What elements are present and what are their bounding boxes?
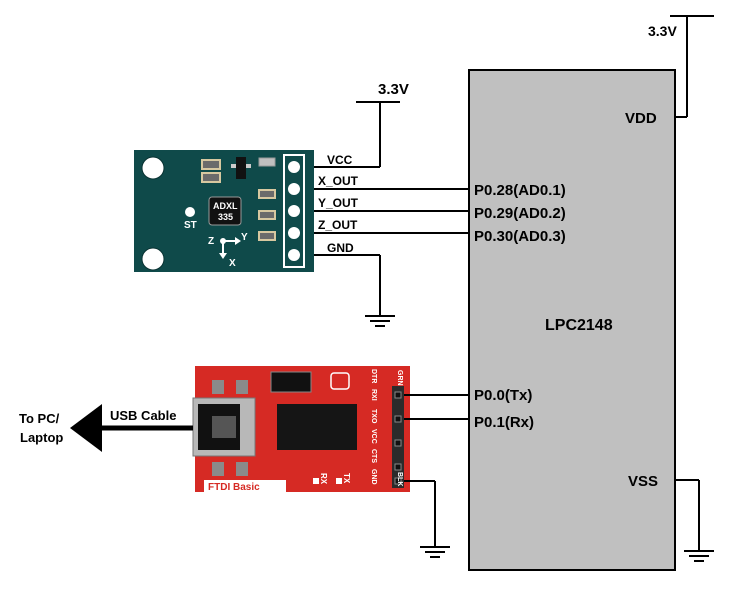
header-pin bbox=[288, 249, 300, 261]
ftdi-board: RX TX FTDI Basic GRN DTR RXI TXO VCC CTS… bbox=[192, 366, 410, 493]
adxl335-chip bbox=[208, 196, 242, 226]
pin-rx-label: P0.1(Rx) bbox=[474, 414, 534, 431]
ftdi-name-label: FTDI Basic bbox=[208, 482, 260, 493]
pin-vss-label: VSS bbox=[628, 473, 658, 490]
axis-z-label: Z bbox=[208, 236, 214, 247]
pin-vdd-label: VDD bbox=[625, 110, 657, 127]
ftdi-ground-symbol bbox=[404, 480, 450, 558]
header-label-grn: GRN bbox=[396, 370, 403, 386]
mcu-ground-symbol bbox=[675, 479, 714, 562]
gnd-pin-label: GND bbox=[327, 241, 354, 255]
accelerometer-board: ST ADXL 335 Z Y X bbox=[134, 150, 314, 272]
y-out-pin-label: Y_OUT bbox=[318, 196, 359, 210]
header-label-cts: CTS bbox=[370, 449, 377, 463]
axis-y-label: Y bbox=[241, 232, 248, 243]
z-out-pin-label: Z_OUT bbox=[318, 218, 358, 232]
st-test-pad bbox=[185, 207, 195, 217]
header-pin bbox=[288, 161, 300, 173]
led-tx-label: TX bbox=[342, 473, 351, 484]
mcu-supply-symbol bbox=[670, 15, 714, 118]
header-pin bbox=[288, 205, 300, 217]
led-rx-label: RX bbox=[319, 473, 328, 485]
header-pin bbox=[288, 183, 300, 195]
mcu-supply-label: 3.3V bbox=[648, 23, 677, 39]
header-label-rxi: RXI bbox=[370, 389, 377, 401]
sensor-supply-label: 3.3V bbox=[378, 81, 409, 98]
lpc2148-body bbox=[468, 69, 676, 571]
pin-ad01-label: P0.28(AD0.1) bbox=[474, 182, 566, 199]
usb-cable-label: USB Cable bbox=[110, 408, 176, 423]
ftdi-name-plate bbox=[204, 480, 286, 492]
ftdi-chip bbox=[277, 404, 357, 450]
pin-tx-label: P0.0(Tx) bbox=[474, 387, 532, 404]
axis-x-label: X bbox=[229, 258, 236, 269]
sensor-ground-symbol bbox=[314, 254, 395, 327]
ftdi-header bbox=[392, 386, 404, 488]
chip-label-line1: ADXL bbox=[213, 201, 238, 211]
pin-ad03-label: P0.30(AD0.3) bbox=[474, 228, 566, 245]
regulator bbox=[270, 371, 312, 393]
vcc-pin-label: VCC bbox=[327, 153, 353, 167]
header-label-gnd: GND bbox=[370, 469, 377, 485]
header-label-vcc: VCC bbox=[370, 429, 377, 444]
sensor-vcc-wire bbox=[314, 101, 400, 168]
header-label-dtr: DTR bbox=[370, 369, 377, 383]
st-label: ST bbox=[184, 220, 197, 231]
pin-ad02-label: P0.29(AD0.2) bbox=[474, 205, 566, 222]
mcu-name: LPC2148 bbox=[545, 317, 613, 334]
chip-label-line2: 335 bbox=[218, 212, 233, 222]
x-out-pin-label: X_OUT bbox=[318, 174, 359, 188]
header-label-blk: BLK bbox=[396, 472, 403, 486]
mounting-hole bbox=[141, 247, 165, 271]
header-pin bbox=[288, 227, 300, 239]
header-label-txo: TXO bbox=[370, 409, 377, 424]
destination-line2: Laptop bbox=[20, 430, 63, 445]
mounting-hole bbox=[141, 156, 165, 180]
usb-cable-arrow bbox=[70, 404, 193, 452]
destination-line1: To PC/ bbox=[19, 411, 60, 426]
